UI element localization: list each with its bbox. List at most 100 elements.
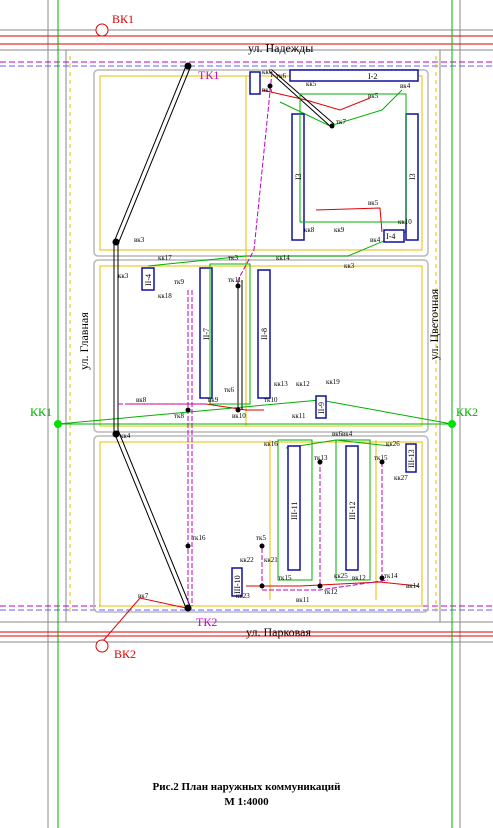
label: вк9 <box>208 396 219 404</box>
label: вк10 <box>232 412 246 420</box>
label: кк16 <box>264 440 278 448</box>
label: кк9 <box>334 226 345 234</box>
label: кк22 <box>240 556 254 564</box>
label: кк10 <box>398 218 412 226</box>
label: кк4 <box>120 432 131 440</box>
street-west-label: ул. Главная <box>77 312 91 370</box>
buildings <box>141 69 419 597</box>
label: вк8 <box>136 396 147 404</box>
building-label-II-7: II-7 <box>202 328 211 340</box>
building-label-I-3b: I3 <box>408 173 417 180</box>
node-tk1: ТК1 <box>198 68 219 82</box>
label: тк13 <box>314 454 328 462</box>
building-I-3-left <box>291 113 305 241</box>
figure-scale: М 1:4000 <box>224 796 269 808</box>
label: вк4 <box>400 82 411 90</box>
label: вк5 <box>368 92 379 100</box>
label: кк11 <box>292 412 306 420</box>
label: кк5 <box>306 80 317 88</box>
label: кк27 <box>394 474 408 482</box>
label: кк6 <box>262 68 273 76</box>
label: вк5 <box>262 86 273 94</box>
building-label-III-12: III-12 <box>348 501 357 520</box>
label: кк13 <box>274 380 288 388</box>
building-connections <box>209 93 407 581</box>
label: вк7 <box>138 592 149 600</box>
label: кк18 <box>158 292 172 300</box>
label: вк4 <box>342 430 353 438</box>
heat-mains <box>113 65 335 609</box>
label: кк21 <box>264 556 278 564</box>
node-vk2: ВК2 <box>114 647 136 661</box>
label: вк12 <box>352 574 366 582</box>
label: тк6 <box>276 72 286 80</box>
building-I-2 <box>289 69 419 82</box>
label: вк11 <box>296 596 310 604</box>
label: тк6 <box>224 386 234 394</box>
building-I-4 <box>383 229 405 243</box>
building-III-10 <box>231 567 243 597</box>
label: кк3 <box>344 262 355 270</box>
label: вк3 <box>134 236 145 244</box>
building-III-13 <box>405 443 417 473</box>
figure-caption: Рис.2 План наружных коммуникаций <box>152 781 341 793</box>
building-label-III-11: III-11 <box>290 502 299 520</box>
building-label-I-2: I-2 <box>368 72 377 81</box>
building-label-III-10: III-10 <box>233 575 242 594</box>
street-north-label: ул. Надежды <box>248 41 313 55</box>
building-III-12 <box>345 445 359 571</box>
label: тк8 <box>174 412 184 420</box>
label: вк5 <box>368 199 379 207</box>
building-label-I-4: I-4 <box>386 232 395 241</box>
building-III-11 <box>287 445 301 571</box>
building-label-I-3a: I3 <box>294 173 303 180</box>
label: тк14 <box>384 572 398 580</box>
building-II-7 <box>199 267 213 399</box>
sewer-lines <box>57 89 453 449</box>
heat-chambers <box>112 62 385 612</box>
label: тк11 <box>228 276 242 284</box>
label: кк19 <box>326 378 340 386</box>
label: кк23 <box>236 592 250 600</box>
building-II-8 <box>257 269 271 399</box>
label: кк12 <box>296 380 310 388</box>
label: тк10 <box>264 396 278 404</box>
label: кк17 <box>158 254 172 262</box>
water-lines <box>101 30 419 643</box>
street-east-label: ул. Цветочная <box>427 288 441 360</box>
label: тк7 <box>336 118 346 126</box>
sewer-wells <box>54 420 456 428</box>
label: кк26 <box>386 440 400 448</box>
gas-lines <box>99 75 423 607</box>
label: вк6 <box>332 430 343 438</box>
building-label-II-9: II-9 <box>317 402 326 414</box>
node-vk1: ВК1 <box>112 12 134 26</box>
label: тк3 <box>228 254 238 262</box>
label: тк12 <box>324 588 338 596</box>
label: тк9 <box>174 278 184 286</box>
street-south-label: ул. Парковая <box>246 625 312 639</box>
building-label-II-4: II-4 <box>144 274 153 286</box>
label: вк14 <box>406 582 420 590</box>
node-kk2: КК2 <box>456 405 478 419</box>
node-tk2: ТК2 <box>196 615 217 629</box>
label: тк5 <box>256 534 266 542</box>
label: вк4 <box>370 236 381 244</box>
node-kk1: КК1 <box>30 405 52 419</box>
building-II-4 <box>141 267 155 291</box>
label: тк15 <box>374 454 388 462</box>
heat-distribution <box>118 71 389 606</box>
label: кк3 <box>118 272 129 280</box>
label: кк14 <box>276 254 290 262</box>
label: кк8 <box>304 226 315 234</box>
building-label-III-13: III-13 <box>407 449 416 468</box>
building-II-9 <box>315 395 327 419</box>
label: тк15 <box>278 574 292 582</box>
water-wells <box>95 23 109 653</box>
label: тк16 <box>192 534 206 542</box>
label: кк25 <box>334 572 348 580</box>
building-label-II-8: II-8 <box>260 328 269 340</box>
city-blocks <box>93 69 429 613</box>
